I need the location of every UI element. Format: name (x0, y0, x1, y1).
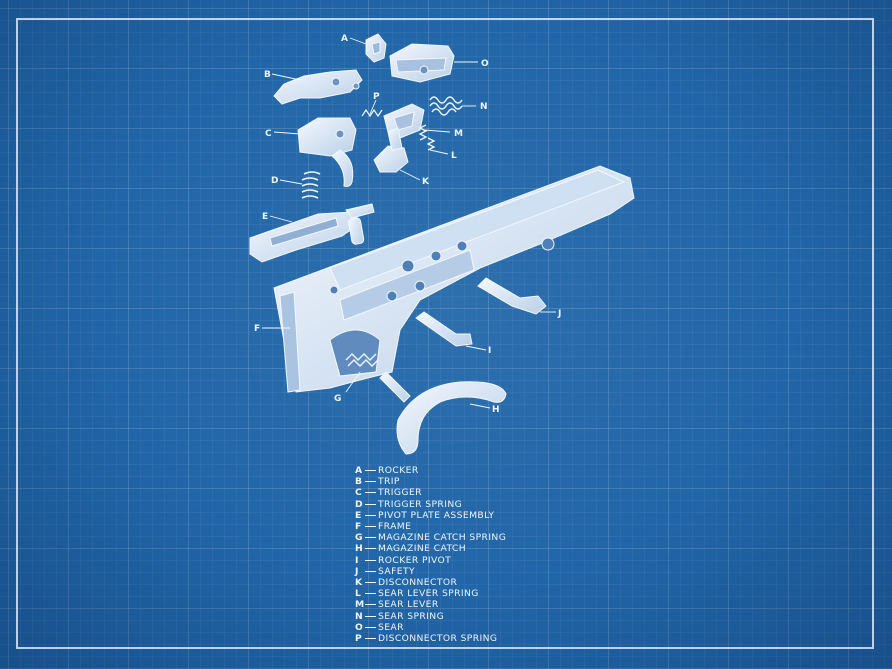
callout-letters: A O B P N C M L D K E F J I G H (254, 34, 561, 415)
callout-f: F (254, 324, 260, 334)
part-disconnector (373, 127, 409, 173)
legend-row: I ROCKER PIVOT (355, 555, 506, 566)
part-disconnector-spring (361, 108, 383, 118)
legend-row: J SAFETY (355, 566, 506, 577)
part-safety (477, 277, 547, 315)
legend-part-name: MAGAZINE CATCH (378, 543, 467, 555)
legend-row: C TRIGGER (355, 487, 506, 498)
callout-d: D (271, 176, 278, 186)
part-sear-spring (429, 96, 463, 116)
part-pivot-plate-assembly (249, 203, 375, 263)
legend-part-name: SEAR (378, 621, 404, 633)
legend-letter: P (355, 633, 363, 645)
legend-row: E PIVOT PLATE ASSEMBLY (355, 510, 506, 521)
legend-part-name: SEAR LEVER SPRING (378, 588, 479, 600)
legend-row: G MAGAZINE CATCH SPRING (355, 532, 506, 543)
callout-b: B (264, 70, 271, 80)
part-trigger-spring (301, 171, 321, 199)
legend-part-name: SEAR LEVER (378, 599, 439, 611)
legend-letter: G (355, 532, 363, 544)
callout-i: I (488, 346, 491, 356)
legend-row: N SEAR SPRING (355, 611, 506, 622)
legend-part-name: ROCKER PIVOT (378, 554, 452, 566)
callout-n: N (480, 102, 488, 112)
legend-letter: J (355, 565, 359, 577)
drawing-border (16, 18, 874, 649)
legend-row: D TRIGGER SPRING (355, 499, 506, 510)
legend-row: A ROCKER (355, 465, 506, 476)
legend-part-name: MAGAZINE CATCH SPRING (378, 532, 507, 544)
legend-row: P DISCONNECTOR SPRING (355, 633, 506, 644)
callout-p: P (373, 92, 380, 102)
callout-o: O (481, 59, 489, 69)
legend-row: O SEAR (355, 622, 506, 633)
legend-part-name: SAFETY (378, 565, 416, 577)
part-frame (273, 165, 635, 393)
legend-part-name: SEAR SPRING (378, 610, 445, 622)
legend-part-name: TRIGGER (378, 487, 422, 499)
legend-letter: L (355, 588, 362, 600)
legend-part-name: DISCONNECTOR (378, 577, 458, 589)
callout-j: J (557, 309, 561, 319)
legend-letter: D (355, 498, 364, 510)
legend-row: B TRIP (355, 476, 506, 487)
callout-l: L (451, 151, 457, 161)
legend-letter: N (355, 610, 364, 622)
legend-letter: F (355, 521, 362, 533)
legend-row: H MAGAZINE CATCH (355, 543, 506, 554)
legend-part-name: DISCONNECTOR SPRING (378, 633, 498, 645)
callout-e: E (262, 212, 268, 222)
legend-part-name: FRAME (378, 521, 412, 533)
legend-part-name: TRIP (378, 476, 400, 488)
callout-c: C (265, 129, 272, 139)
part-trip (273, 69, 363, 105)
legend-row: K DISCONNECTOR (355, 577, 506, 588)
part-magazine-catch-spring (345, 353, 379, 367)
part-sear-lever-spring (418, 124, 436, 151)
legend-letter: H (355, 543, 364, 555)
legend-letter: K (355, 577, 363, 589)
callout-k: K (422, 177, 430, 187)
part-sear (389, 43, 455, 83)
legend-letter: M (355, 599, 365, 611)
legend-letter: E (355, 509, 362, 521)
legend-part-name: ROCKER (378, 465, 419, 476)
legend-letter: C (355, 487, 363, 499)
parts-legend: A ROCKER B TRIP C TRIGGER D TRIGGER SPRING E PIVO… (355, 465, 506, 644)
part-magazine-catch (379, 371, 507, 455)
callout-g: G (334, 394, 341, 404)
callout-a: A (341, 34, 348, 44)
legend-row: L SEAR LEVER SPRING (355, 588, 506, 599)
legend-part-name: PIVOT PLATE ASSEMBLY (378, 509, 495, 521)
legend-row: F FRAME (355, 521, 506, 532)
part-trigger (297, 117, 357, 187)
legend-part-name: TRIGGER SPRING (378, 498, 463, 510)
legend-letter: B (355, 476, 363, 488)
callout-m: M (454, 129, 463, 139)
callout-h: H (492, 405, 500, 415)
part-rocker (365, 33, 387, 63)
legend-letter: I (355, 554, 359, 566)
part-rocker-pivot (415, 311, 473, 347)
legend-letter: O (355, 621, 364, 633)
legend-letter: A (355, 465, 363, 476)
legend-row: M SEAR LEVER (355, 599, 506, 610)
